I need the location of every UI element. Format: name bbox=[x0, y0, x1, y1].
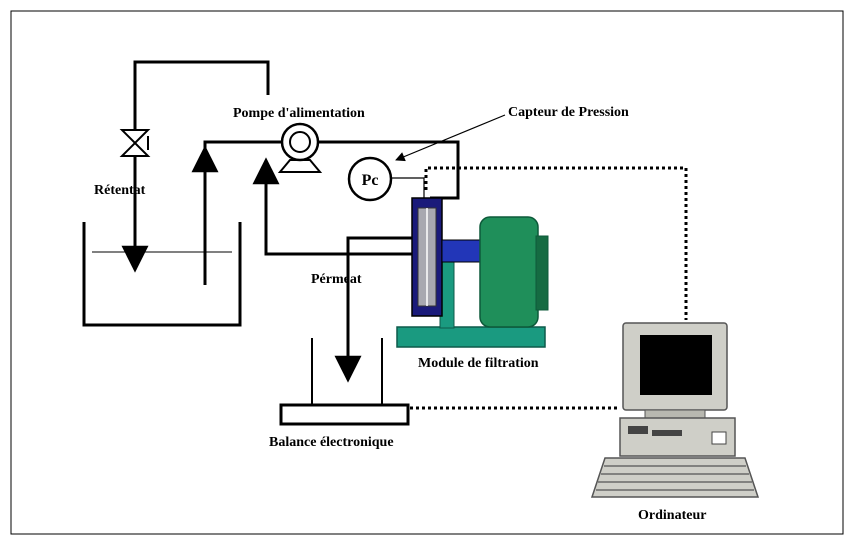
filtration-module-label: Module de filtration bbox=[418, 356, 539, 371]
module-base bbox=[396, 326, 546, 348]
feed-tank bbox=[82, 222, 242, 327]
pressure-tap-line bbox=[391, 177, 425, 200]
pressure-sensor-label: Capteur de Pression bbox=[508, 105, 629, 120]
return-line bbox=[252, 157, 420, 256]
balance-label: Balance électronique bbox=[269, 435, 394, 450]
permeate-line bbox=[334, 236, 420, 383]
computer-label: Ordinateur bbox=[638, 508, 706, 523]
computer-icon bbox=[590, 322, 760, 498]
balance-platform bbox=[279, 403, 410, 426]
pressure-sensor-pointer bbox=[395, 114, 506, 162]
filtration-module bbox=[396, 197, 549, 348]
motor-shaft bbox=[441, 239, 483, 263]
pump-icon bbox=[277, 122, 323, 173]
monitor-screen bbox=[640, 335, 712, 395]
feed-suction-line bbox=[203, 140, 287, 285]
motor-body bbox=[479, 216, 539, 328]
pressure-gauge-label: Pc bbox=[362, 172, 379, 189]
sensor-signal-cable bbox=[424, 166, 688, 320]
disk-drive-2 bbox=[652, 430, 682, 436]
retentate-valve-icon bbox=[119, 129, 151, 157]
monitor-stand bbox=[644, 409, 706, 419]
keyboard-keys bbox=[596, 465, 754, 491]
retentate-label: Rétentat bbox=[94, 183, 146, 198]
diagram-border bbox=[10, 10, 844, 535]
permeate-label: Pérmeat bbox=[311, 272, 362, 287]
pump-label: Pompe d'alimentation bbox=[233, 106, 365, 121]
disk-drive-1 bbox=[628, 426, 648, 434]
electronic-balance bbox=[279, 338, 410, 426]
retentate-line bbox=[121, 60, 270, 273]
power-button bbox=[711, 431, 727, 445]
feed-discharge-line bbox=[318, 140, 460, 200]
keyboard bbox=[590, 457, 760, 498]
pressure-gauge-icon: Pc bbox=[347, 156, 393, 202]
motor-end-cap bbox=[535, 235, 549, 311]
